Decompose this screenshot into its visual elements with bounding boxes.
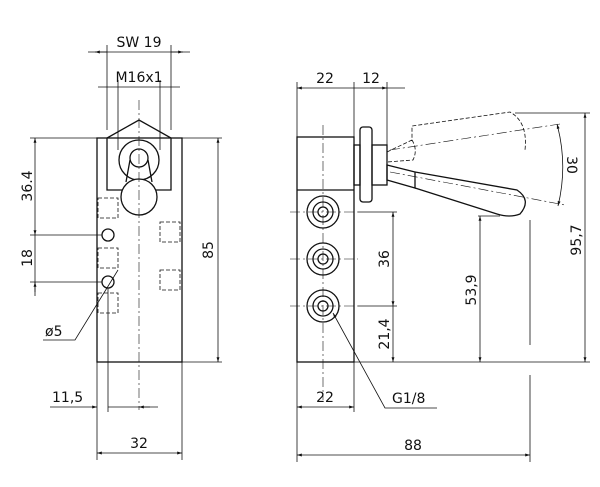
front-view: SW 19 M16x1 36.4 18 85 ø5 11,5 32 xyxy=(20,35,222,460)
dim-spacing: 18 xyxy=(20,249,36,267)
dim-port-thread: G1/8 xyxy=(392,391,425,407)
mounting-hole xyxy=(101,228,115,242)
dim-upper: 36.4 xyxy=(20,170,36,201)
dim-port-low: 21,4 xyxy=(377,318,393,349)
dim-port-depth: 22 xyxy=(316,390,334,406)
valve-body xyxy=(96,137,183,363)
dim-width: 32 xyxy=(130,436,148,452)
dim-total-height: 95,7 xyxy=(569,224,585,255)
dim-sw: SW 19 xyxy=(117,35,162,51)
dim-nut: 12 xyxy=(362,71,380,87)
dim-offset: 11,5 xyxy=(52,390,83,406)
dim-lever-height: 53,9 xyxy=(464,274,480,305)
nut-side xyxy=(359,126,373,203)
dim-total-length: 88 xyxy=(404,438,422,454)
dim-body-depth: 22 xyxy=(316,71,334,87)
dim-port-spacing: 36 xyxy=(377,250,393,268)
lever-handle xyxy=(414,171,526,217)
hex-nut xyxy=(106,119,172,191)
side-view: 22 12 30 36 21,4 53,9 95,7 22 G1/8 88 xyxy=(290,71,590,462)
dim-hole: ø5 xyxy=(45,324,62,340)
dim-thread: M16x1 xyxy=(115,70,162,86)
dim-angle: 30 xyxy=(563,156,579,174)
lever-shaft xyxy=(386,164,416,189)
dim-height: 85 xyxy=(201,241,217,259)
valve-body-side xyxy=(296,136,355,363)
